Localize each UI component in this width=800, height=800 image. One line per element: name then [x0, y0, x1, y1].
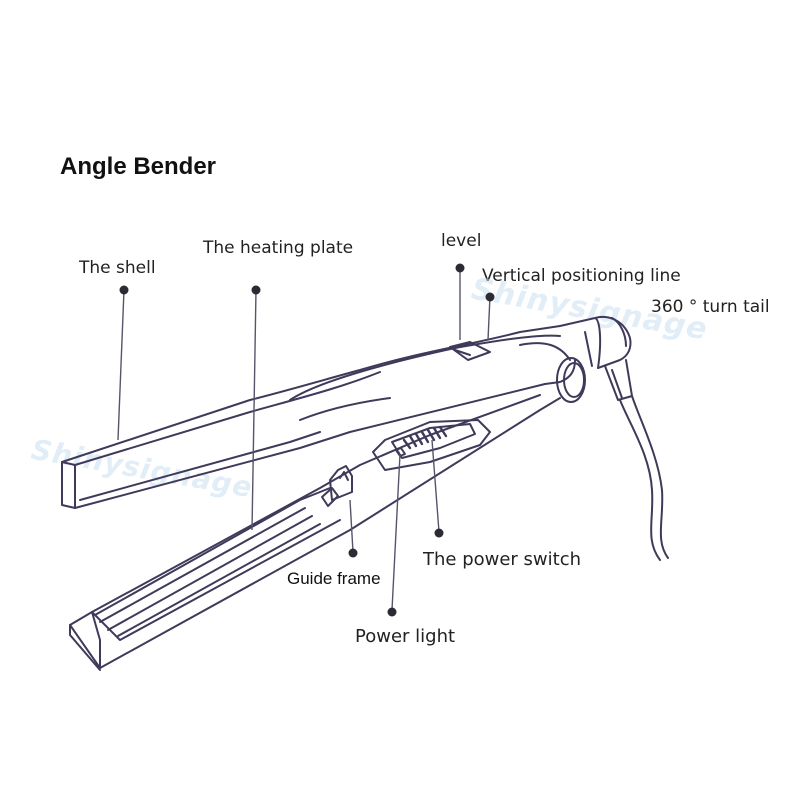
marker-guide-frame	[348, 548, 358, 558]
marker-power-light	[387, 607, 397, 617]
label-the-shell: The shell	[79, 258, 156, 278]
marker-level	[455, 263, 465, 273]
upper-arm-shell	[61, 325, 576, 509]
lower-arm	[69, 394, 561, 671]
marker-heating-plate	[251, 285, 261, 295]
power-light-indicator	[395, 447, 406, 457]
label-turn-tail: 360 ° turn tail	[651, 297, 770, 317]
marker-power-switch	[434, 528, 444, 538]
turn-tail	[559, 316, 669, 561]
label-power-light: Power light	[355, 626, 456, 647]
marker-vertical-positioning-line	[485, 292, 495, 302]
label-vertical-positioning-line: Vertical positioning line	[482, 266, 681, 286]
guide-frame	[321, 465, 353, 507]
leader-guide-frame	[349, 499, 354, 553]
power-switch-wheel	[402, 425, 448, 450]
diagram-title: Angle Bender	[60, 153, 217, 180]
label-level: level	[441, 231, 482, 251]
label-guide-frame: Guide frame	[287, 569, 381, 588]
marker-the-shell	[119, 285, 129, 295]
control-panel	[372, 419, 491, 471]
label-power-switch: The power switch	[423, 549, 582, 570]
hinge-pivot	[556, 357, 586, 403]
leader-the-shell	[117, 289, 125, 441]
leader-heating-plate	[251, 289, 257, 531]
leader-vertical-positioning-line	[487, 295, 491, 341]
leader-power-switch	[431, 439, 440, 533]
level-bubble	[449, 341, 491, 361]
leader-power-light	[391, 453, 401, 611]
label-heating-plate: The heating plate	[203, 238, 354, 258]
